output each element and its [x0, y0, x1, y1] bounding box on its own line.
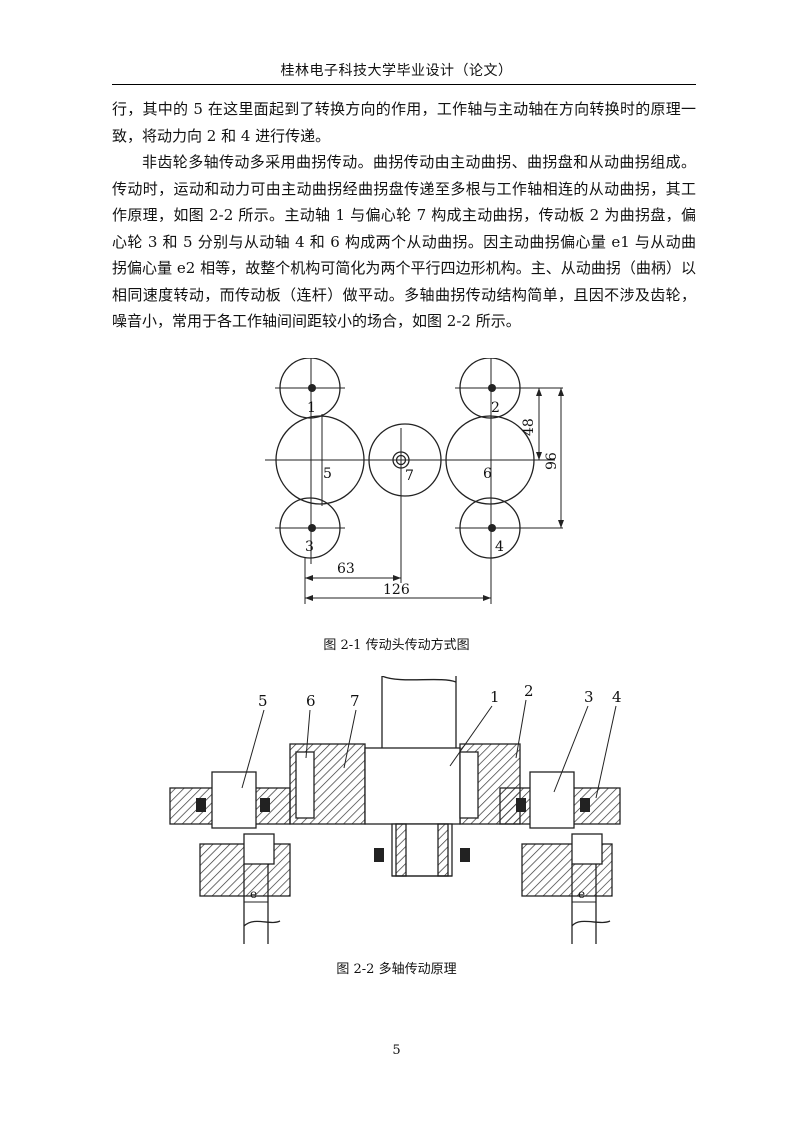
fig2-e-right: e: [578, 887, 585, 901]
label-7: 7: [405, 468, 414, 484]
label-6: 6: [483, 466, 492, 482]
figure-multi-axis-principle: 5 6 7 1 2 3 4 e e: [169, 676, 622, 944]
page-header: 桂林电子科技大学毕业设计（论文）: [280, 63, 513, 79]
label-5: 5: [323, 466, 332, 482]
paragraph-2: 非齿轮多轴传动多采用曲拐传动。曲拐传动由主动曲拐、曲拐盘和从动曲拐组成。传动时，…: [112, 153, 696, 330]
fig2-label-4: 4: [612, 688, 622, 706]
label-1: 1: [307, 400, 316, 416]
label-3: 3: [305, 539, 314, 555]
header-rule: [112, 84, 696, 85]
label-4: 4: [495, 539, 504, 555]
dim-63: 63: [337, 561, 355, 577]
fig2-e-left: e: [250, 887, 257, 901]
fig2-label-6: 6: [306, 692, 316, 710]
fig2-label-2: 2: [524, 682, 534, 700]
fig2-label-1: 1: [490, 688, 500, 706]
body-text: 行，其中的 5 在这里面起到了转换方向的作用，工作轴与主动轴在方向转换时的原理一…: [112, 96, 696, 335]
dim-96: 96: [544, 452, 560, 470]
label-2: 2: [491, 400, 500, 416]
fig2-label-7: 7: [350, 692, 360, 710]
dim-126: 126: [383, 582, 410, 598]
figure-transmission-diagram: 1 2 3 4 5 6 7 48 96 63 126: [265, 358, 564, 604]
figure-1-caption: 图 2-1 传动头传动方式图: [323, 638, 470, 653]
page-number: 5: [392, 1043, 401, 1058]
dim-48: 48: [521, 418, 537, 436]
fig2-label-3: 3: [584, 688, 594, 706]
paragraph-1: 行，其中的 5 在这里面起到了转换方向的作用，工作轴与主动轴在方向转换时的原理一…: [112, 100, 696, 145]
fig2-label-5: 5: [258, 692, 268, 710]
figure-2-caption: 图 2-2 多轴传动原理: [336, 962, 457, 977]
